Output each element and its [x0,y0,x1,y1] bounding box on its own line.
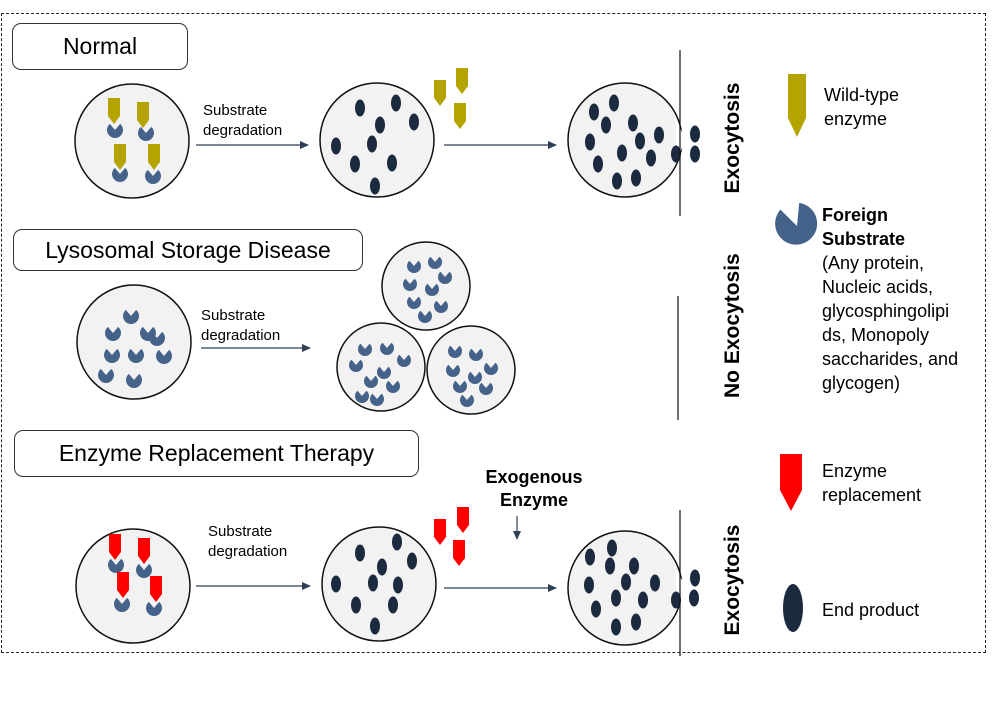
ert-cell-3 [567,530,700,646]
legend-wildtype-label: Wild-type enzyme [824,85,900,129]
legend-replacement-label: Enzyme replacement [822,461,922,505]
legend-substrate-label: Foreign Substrate (Any protein, Nucleic … [822,205,959,393]
section-ert-title: Enzyme Replacement Therapy [14,430,419,477]
section-lsd-title: Lysosomal Storage Disease [13,229,363,271]
normal-cell-1 [74,83,190,199]
ert-exocytosis-label: Exocytosis [721,524,744,636]
lsd-no-exocytosis-label: No Exocytosis [721,253,744,398]
ert-substrate-degradation-label: Substrate degradation [208,523,288,560]
normal-exocytosis-label: Exocytosis [721,82,744,194]
lsd-cell-left [336,322,426,412]
legend-wildtype-enzyme-icon [788,74,806,137]
ert-free-enzymes [434,507,469,566]
ert-cell-2 [321,526,437,642]
ert-cell-1 [75,528,191,644]
diagram-frame [1,13,986,653]
lsd-cell-right [426,325,516,415]
normal-free-enzymes [434,68,468,129]
lsd-cell-1 [76,284,192,400]
legend-substrate-icon [775,202,818,245]
normal-cell-3 [567,82,700,198]
normal-substrate-degradation-label: Substrate degradation [203,102,283,139]
normal-cell-2 [319,82,435,198]
legend-end-product-icon [783,584,803,632]
lsd-substrate-degradation-label: Substrate degradation [201,307,281,344]
lsd-cell-top [381,241,471,331]
section-normal-title: Normal [12,23,188,70]
legend-replacement-enzyme-icon [780,454,802,511]
exogenous-enzyme-label: Exogenous Enzyme [485,467,583,510]
legend-end-product-label: End product [822,600,920,620]
